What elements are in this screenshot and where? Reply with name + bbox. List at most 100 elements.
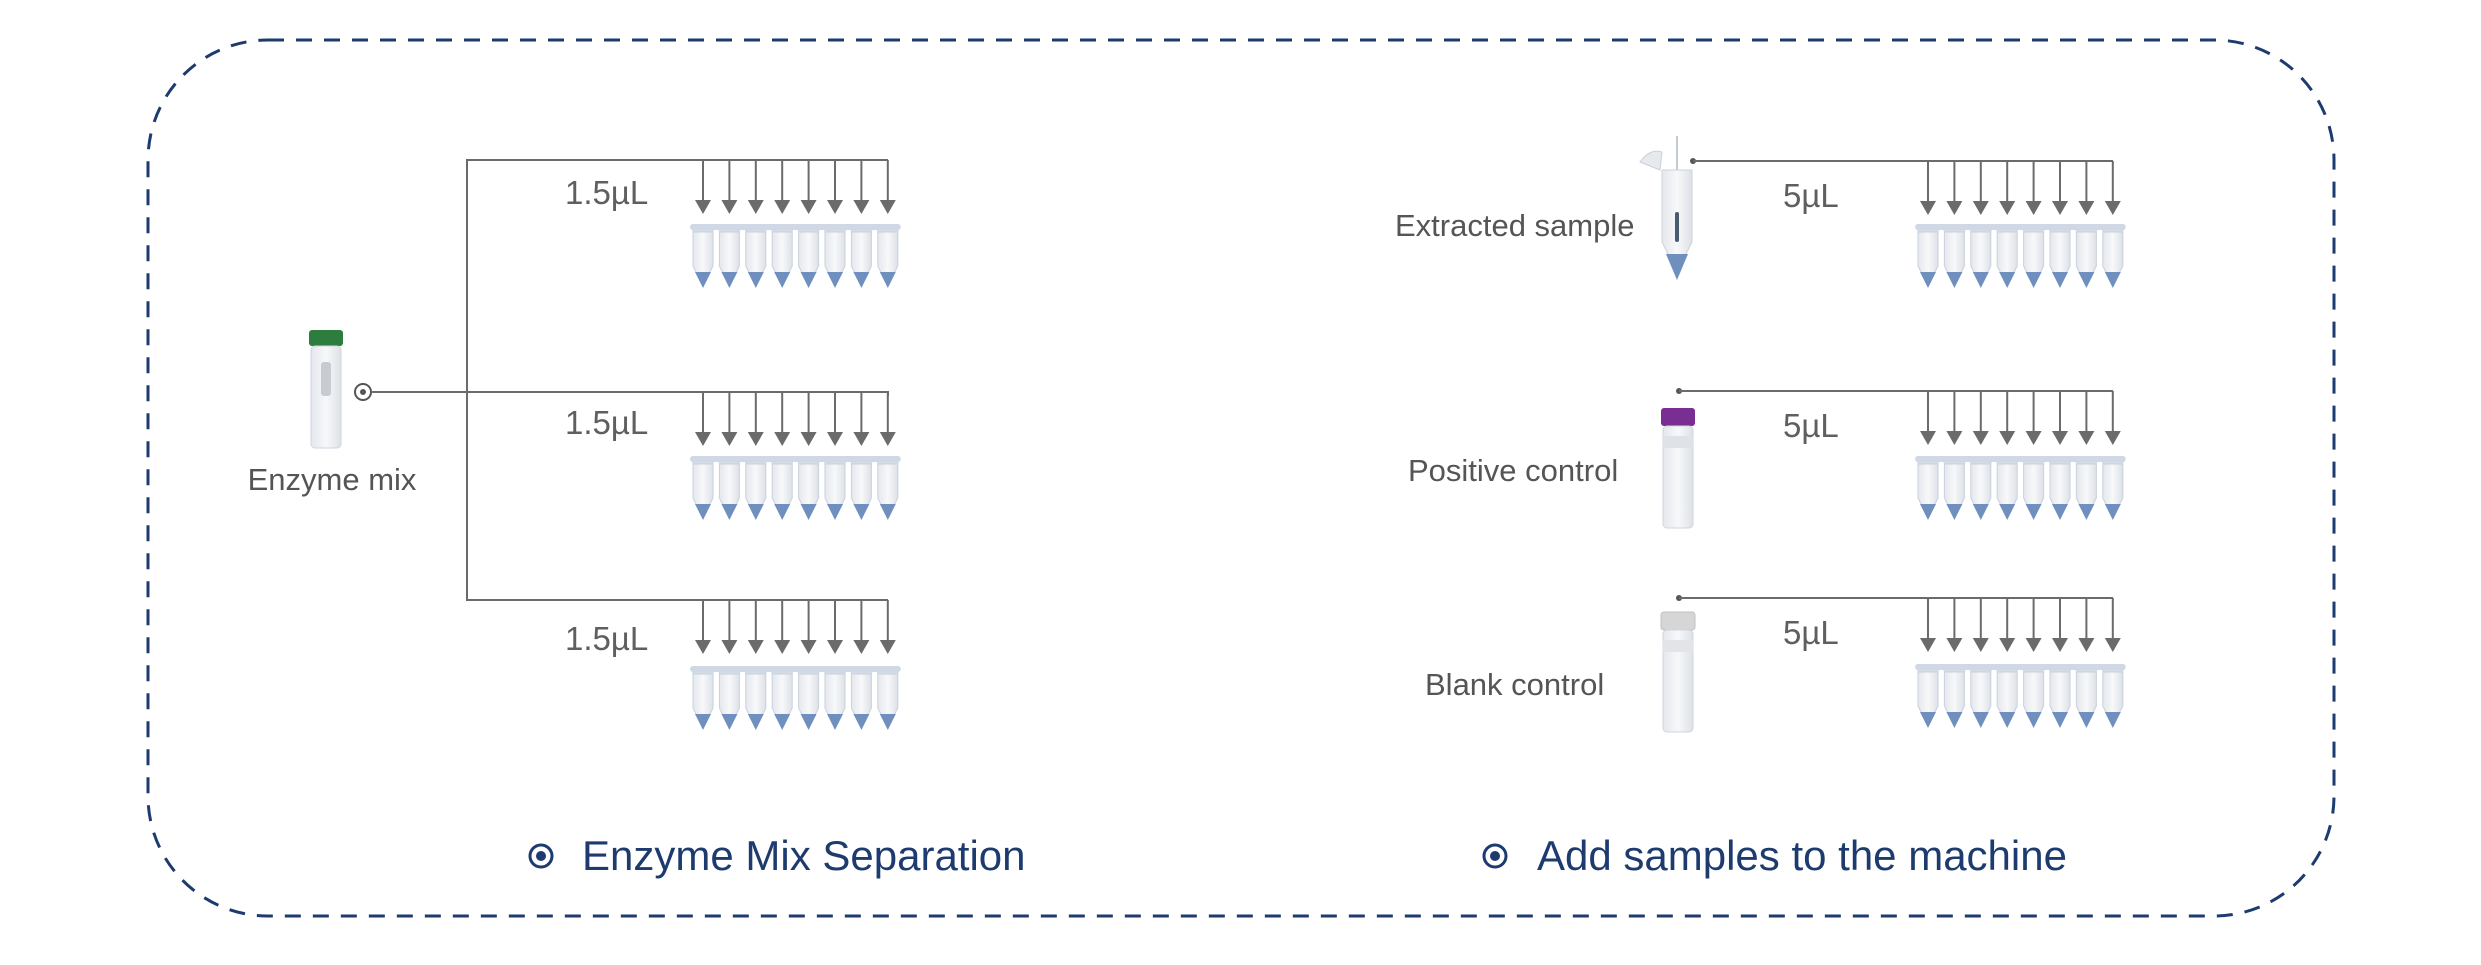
left-strip-tube-icon [744, 667, 768, 731]
right-strip-tube-icon [2048, 225, 2072, 289]
left-strip-cap-band [690, 456, 901, 462]
right-arrow-down-icon [1971, 390, 1990, 446]
left-arrow-down-icon [826, 599, 844, 655]
left-arrow-down-icon [799, 159, 818, 215]
right-strip-tube-icon [2101, 457, 2125, 521]
add-samples-caption: Add samples to the machine [1482, 832, 2067, 879]
right-panel: Extracted sample Positive control Blank … [1395, 136, 2126, 879]
right-strip-tube-icon [1969, 225, 1993, 289]
right-strip-tube-icon [2101, 665, 2125, 729]
left-arrow-down-icon [799, 599, 818, 655]
right-strip-tube-icon [1942, 225, 1966, 289]
right-arrow-down-icon [2103, 597, 2122, 653]
left-strip-tube-icon [744, 225, 768, 289]
left-strip-tube-icon [770, 225, 794, 289]
volume-label-row-3: 1.5µL [565, 620, 648, 657]
left-arrow-down-icon [773, 599, 792, 655]
right-arrow-down-icon [1998, 597, 2017, 653]
extracted-sample-label: Extracted sample [1395, 208, 1635, 243]
left-strip-tube-icon [849, 457, 873, 521]
right-strip-tube-icon [2101, 225, 2125, 289]
left-arrow-down-icon [878, 391, 897, 447]
right-strip-tube-icon [1916, 225, 1940, 289]
right-arrow-down-icon [1945, 390, 1964, 446]
right-arrow-down-icon [2077, 597, 2096, 653]
left-arrow-down-icon [852, 159, 871, 215]
left-strip-tube-icon [691, 225, 715, 289]
left-strip-tube-icon [717, 667, 741, 731]
right-arrow-down-icon [2051, 597, 2069, 653]
left-arrow-down-icon [694, 159, 712, 215]
right-arrow-down-icon [2024, 160, 2043, 216]
right-arrow-down-icon [1945, 160, 1964, 216]
left-arrow-down-icon [694, 599, 712, 655]
blank-control-tube-icon [1660, 611, 1696, 733]
left-arrow-down-icon [773, 159, 792, 215]
left-strip-tube-icon [770, 457, 794, 521]
right-arrow-down-icon [2024, 597, 2043, 653]
right-arrow-down-icon [2103, 390, 2122, 446]
left-strip-tube-icon [849, 225, 873, 289]
left-strip-tube-icon [717, 225, 741, 289]
left-strip-tube-icon [876, 225, 900, 289]
left-arrow-down-icon [694, 391, 712, 447]
positive-control-label: Positive control [1408, 453, 1618, 488]
left-strip-tube-icon [823, 225, 847, 289]
enzyme-mix-label: Enzyme mix [248, 462, 417, 497]
right-strip-tube-icon [2074, 457, 2098, 521]
left-arrow-down-icon [746, 159, 765, 215]
right-arrow-down-icon [2077, 390, 2096, 446]
right-arrow-down-icon [1971, 160, 1990, 216]
right-arrow-down-icon [1919, 160, 1937, 216]
left-arrow-down-icon [826, 159, 844, 215]
right-arrow-down-icon [1919, 597, 1937, 653]
left-arrow-down-icon [746, 391, 765, 447]
right-arrow-down-icon [1945, 597, 1964, 653]
right-strip-tube-icon [2022, 225, 2046, 289]
right-strip-tubes [1915, 224, 2126, 729]
right-strip-tube-icon [2074, 225, 2098, 289]
left-strip-cap-band [690, 224, 901, 230]
right-strip-tube-icon [1995, 457, 2019, 521]
bullet-icon [528, 843, 554, 869]
left-strip-cap-band [690, 666, 901, 672]
right-strip-tube-icon [2048, 665, 2072, 729]
right-arrow-down-icon [2051, 160, 2069, 216]
dashed-frame [146, 38, 2336, 918]
left-strip-tube-icon [691, 667, 715, 731]
right-arrow-down-icon [1919, 390, 1937, 446]
left-panel: Enzyme mix 1.5µL 1.5µL 1.5µL Enzyme Mix … [248, 159, 1026, 879]
right-strip-cap-band [1915, 456, 2126, 462]
right-strip-tube-icon [2022, 457, 2046, 521]
left-strip-tube-icon [849, 667, 873, 731]
left-arrow-down-icon [720, 599, 739, 655]
right-strip-tube-icon [2048, 457, 2072, 521]
left-arrow-down-icon [720, 159, 739, 215]
right-strip-tube-icon [1916, 457, 1940, 521]
right-arrow-down-icon [2103, 160, 2122, 216]
right-arrow-down-icon [2077, 160, 2096, 216]
right-arrow-down-icon [1998, 160, 2017, 216]
left-strip-tube-icon [797, 225, 821, 289]
volume-label-row-1: 1.5µL [565, 174, 648, 211]
right-strip-tube-icon [1942, 665, 1966, 729]
left-arrow-down-icon [852, 391, 871, 447]
left-arrow-down-icon [878, 599, 897, 655]
right-strip-tube-icon [1995, 665, 2019, 729]
svg-text:Add samples to the machine: Add samples to the machine [1537, 832, 2067, 879]
left-strip-tube-icon [823, 667, 847, 731]
left-arrow-down-icon [799, 391, 818, 447]
left-strip-tubes [690, 224, 901, 731]
extracted-sample-tube-icon [1639, 136, 1693, 280]
right-arrow-down-icon [2024, 390, 2043, 446]
right-strip-tube-icon [1995, 225, 2019, 289]
left-strip-tube-icon [797, 457, 821, 521]
left-arrow-down-icon [720, 391, 739, 447]
right-arrow-down-icon [1971, 597, 1990, 653]
positive-control-tube-icon [1661, 408, 1695, 529]
right-strip-tube-icon [2022, 665, 2046, 729]
volume-label-extracted: 5µL [1783, 177, 1839, 214]
left-strip-tube-icon [717, 457, 741, 521]
left-arrow-down-icon [826, 391, 844, 447]
right-strip-cap-band [1915, 664, 2126, 670]
